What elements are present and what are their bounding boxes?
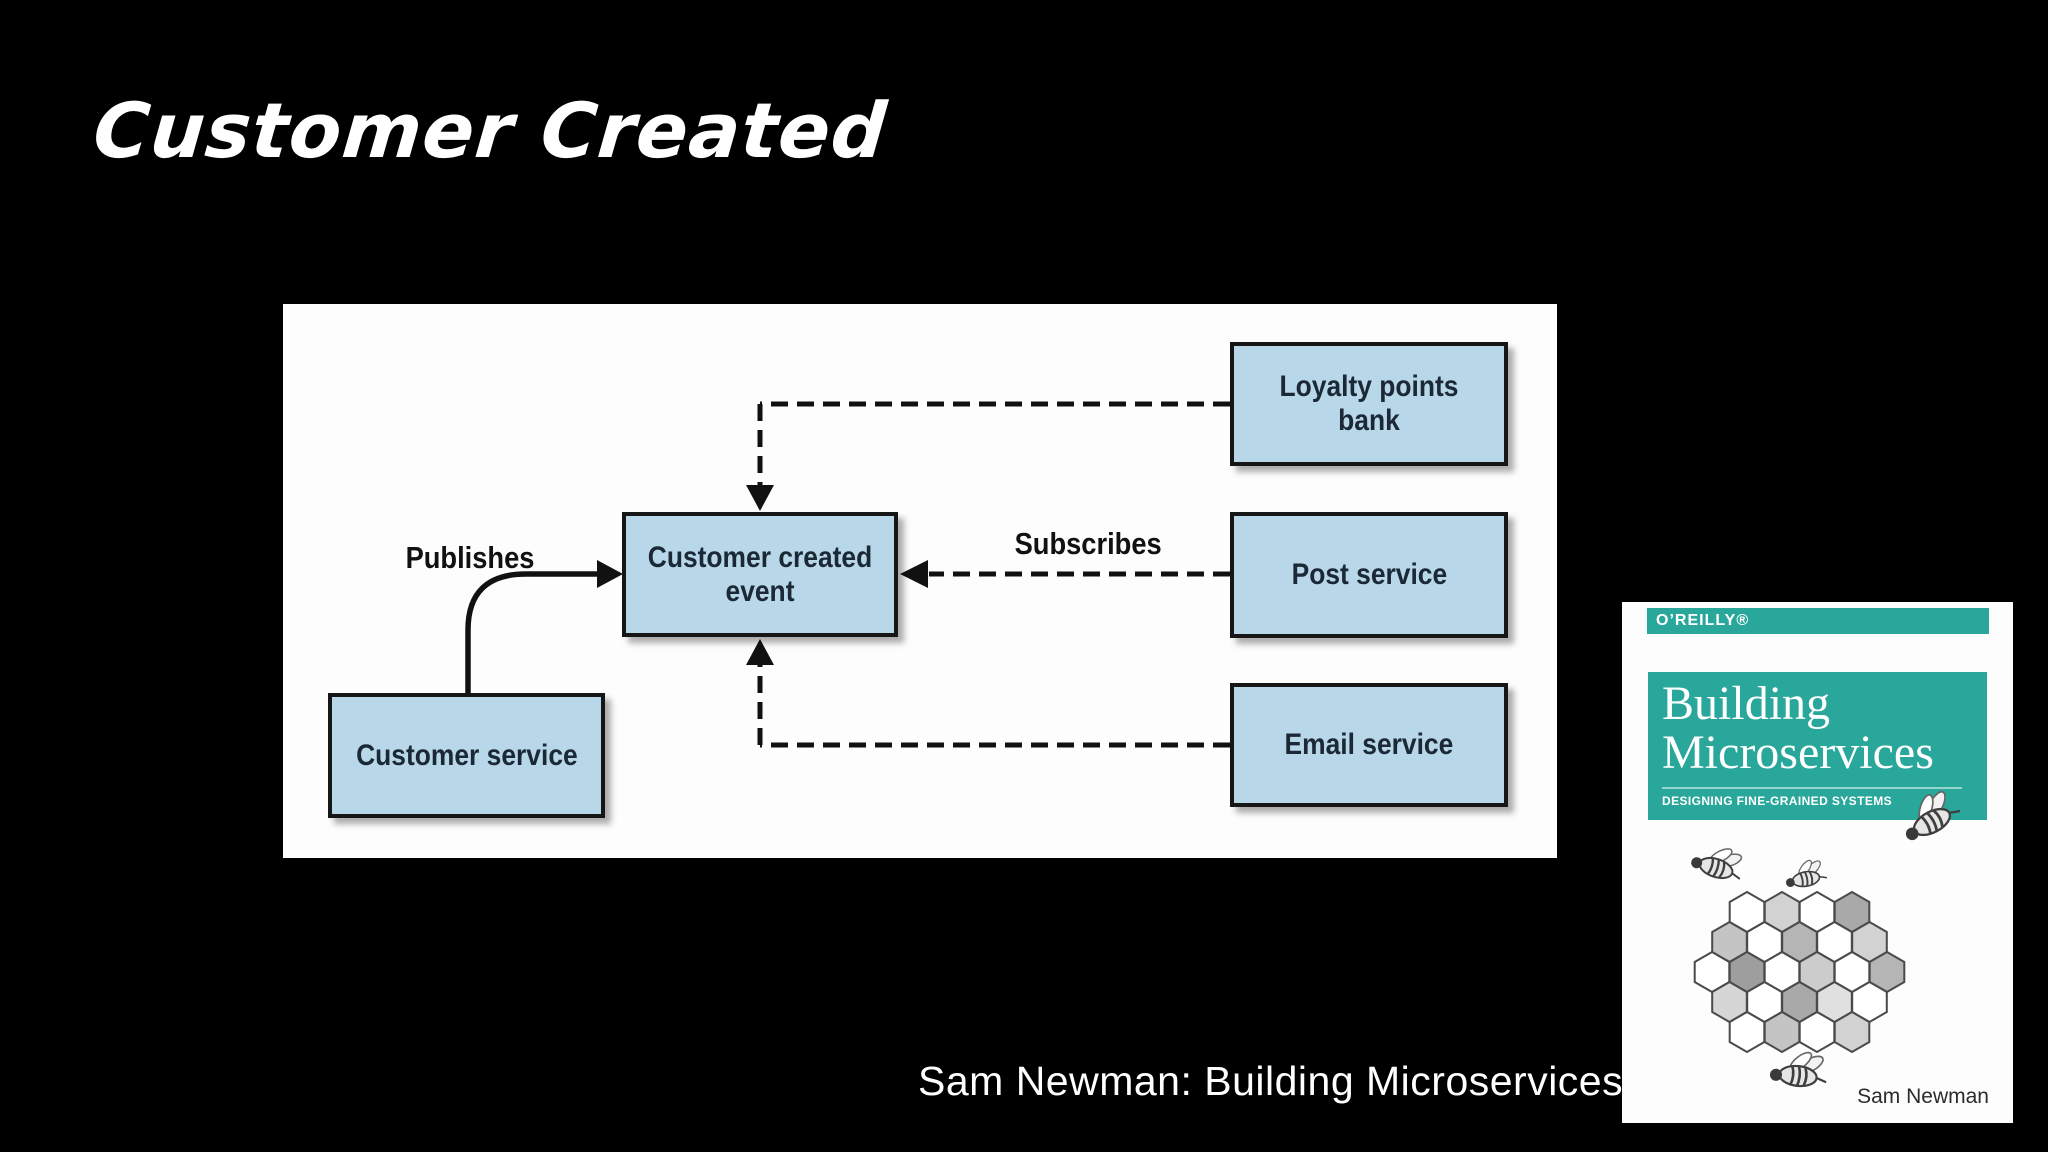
bee-icon <box>1767 1044 1831 1091</box>
book-title-separator <box>1662 786 1962 789</box>
subscribe-arrow-email <box>746 639 1230 748</box>
book-title-line1: Building <box>1662 677 1831 730</box>
publish-arrow <box>465 560 623 696</box>
node-customer-created-event: Customer created event <box>622 512 898 637</box>
publishes-label: Publishes <box>405 540 535 575</box>
node-post-service: Post service <box>1230 512 1508 638</box>
book-title-line2: Microservices <box>1662 725 1934 779</box>
book-cover: O’REILLY® Building Microservices DESIGNI… <box>1622 602 2013 1123</box>
node-customer-service: Customer service <box>328 693 605 818</box>
bee-icon <box>1891 784 1965 847</box>
book-title-block: Building Microservices DESIGNING FINE-GR… <box>1648 672 1987 820</box>
node-customer-service-label: Customer service <box>355 738 578 772</box>
honeycomb <box>1693 891 1906 1053</box>
node-customer-created-event-label: Customer created event <box>647 540 873 608</box>
subscribe-arrow-loyalty <box>746 401 1230 511</box>
node-loyalty-points-bank-label: Loyalty points bank <box>1279 370 1459 437</box>
diagram-arrows-layer <box>465 401 1230 748</box>
event-diagram-canvas: Customer service Customer created event … <box>283 304 1557 858</box>
bee-icon <box>1687 835 1750 886</box>
book-subtitle: DESIGNING FINE-GRAINED SYSTEMS <box>1662 793 1893 808</box>
slide-title: Customer Created <box>90 86 891 175</box>
subscribes-label: Subscribes <box>1014 526 1162 561</box>
node-email-service-label: Email service <box>1284 728 1454 762</box>
subscribe-arrow-post <box>900 560 1230 588</box>
slide-caption: Sam Newman: Building Microservices <box>918 1058 1624 1104</box>
node-loyalty-points-bank: Loyalty points bank <box>1230 342 1508 466</box>
node-email-service: Email service <box>1230 683 1508 807</box>
bee-icon <box>1781 854 1829 891</box>
honeycomb-bees-illustration <box>1687 784 1965 1091</box>
book-author: Sam Newman <box>1857 1085 1989 1108</box>
node-post-service-label: Post service <box>1291 558 1447 592</box>
oreilly-logo-bar: O’REILLY® <box>1647 608 1989 634</box>
